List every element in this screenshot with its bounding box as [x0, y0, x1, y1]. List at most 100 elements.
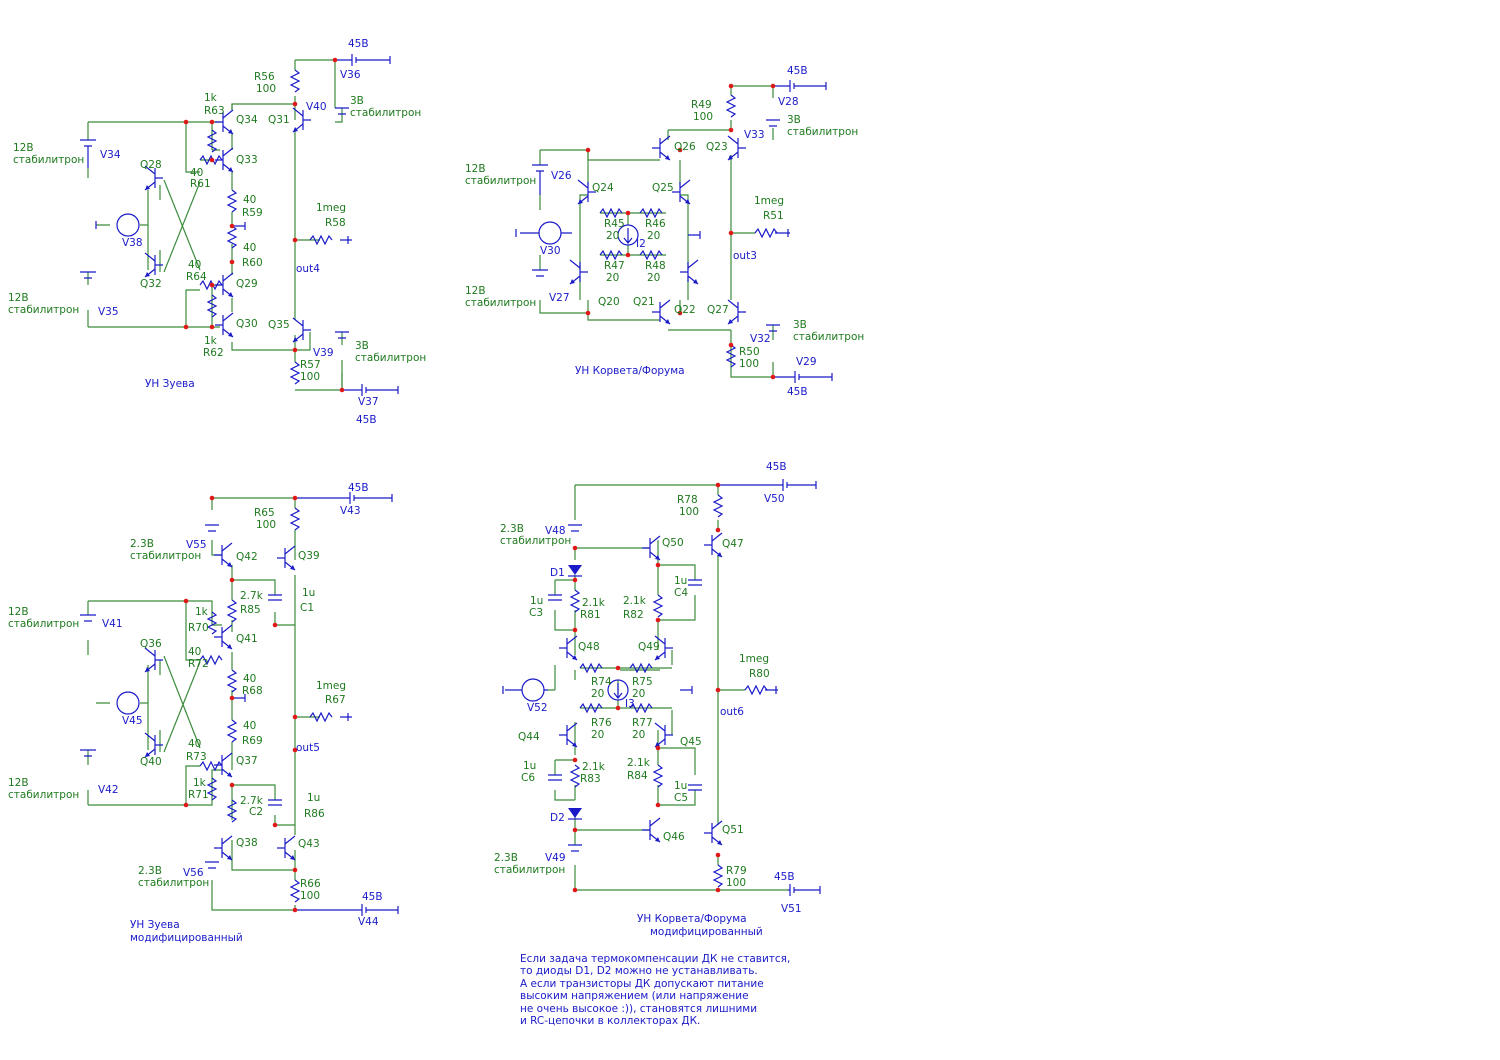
node-dot — [615, 665, 621, 671]
emitter-arrow — [293, 337, 298, 342]
battery-symbol — [80, 139, 96, 168]
note-line: и RC-цепочки в коллекторах ДК. — [520, 1015, 701, 1028]
resistor-value: 1meg — [316, 680, 346, 692]
resistor-ref: R58 — [325, 217, 346, 229]
node-dot — [229, 782, 235, 788]
node-dot — [229, 223, 235, 229]
capacitor-symbol — [688, 579, 702, 586]
zener-voltage: 3В — [350, 95, 364, 107]
circuit-zuev: 45В 45В 12В стабилитрон 12В стабилитрон … — [8, 38, 426, 426]
node-dot — [770, 374, 776, 380]
battery-symbol — [80, 749, 96, 757]
resistor-value: 1k — [195, 606, 209, 618]
resistor-ref: R66 — [300, 878, 321, 890]
transistor-ref: Q40 — [140, 756, 162, 768]
resistor-symbol — [289, 69, 301, 93]
resistor-value: 2.1k — [582, 761, 606, 773]
node-dot — [229, 695, 235, 701]
emitter-arrow — [228, 129, 233, 134]
resistor-symbol — [226, 719, 238, 743]
emitter-arrow — [228, 292, 233, 297]
source-ref: V41 — [102, 618, 123, 630]
rail-label: 45В — [787, 65, 808, 77]
node-dot — [272, 622, 278, 628]
resistor-ref: R70 — [188, 622, 209, 634]
resistor-value: 100 — [679, 506, 699, 518]
output-label: out5 — [296, 742, 320, 754]
resistor-ref: R86 — [304, 808, 325, 820]
resistor-value: 1k — [204, 92, 218, 104]
node-dot — [183, 119, 189, 125]
capacitor-value: 1u — [674, 780, 687, 792]
signal-source-symbol — [521, 678, 545, 702]
node-dot — [677, 147, 683, 153]
transistor-ref: Q25 — [652, 182, 674, 194]
transistor-symbol — [727, 299, 746, 325]
diodes — [568, 565, 582, 820]
transistor-ref: Q29 — [236, 278, 258, 290]
emitter-arrow — [655, 742, 660, 747]
capacitor-value: 1u — [307, 792, 320, 804]
emitter-arrow — [145, 272, 150, 277]
transistor-ref: Q44 — [518, 731, 540, 743]
zener-word: стабилитрон — [465, 297, 536, 309]
emitter-arrow — [655, 655, 660, 660]
supply-symbol — [340, 236, 352, 244]
emitter-arrow — [290, 565, 295, 570]
resistor-ref: R71 — [188, 789, 209, 801]
node-dot — [615, 705, 621, 711]
emitter-arrow — [228, 167, 233, 172]
node-dot — [625, 252, 631, 258]
resistor-ref: R79 — [726, 865, 747, 877]
resistor-ref: R49 — [691, 99, 712, 111]
capacitor-symbol — [268, 594, 282, 601]
transistor-ref: Q33 — [236, 154, 258, 166]
emitter-arrow — [728, 155, 733, 160]
capacitor-ref: C3 — [529, 607, 543, 619]
node-dot — [183, 802, 189, 808]
node-dot — [655, 617, 661, 623]
source-ref: V29 — [796, 356, 817, 368]
resistor-ref: R65 — [254, 507, 275, 519]
supply-symbol — [773, 371, 833, 383]
node-dot — [292, 907, 298, 913]
zener-word: стабилитрон — [500, 535, 571, 547]
resistor-symbol — [639, 207, 663, 219]
node-dot — [655, 802, 661, 808]
resistor-symbol — [712, 494, 724, 518]
zener-word: стабилитрон — [465, 175, 536, 187]
capacitor-ref: C5 — [674, 792, 688, 804]
resistor-value: 40 — [188, 738, 201, 750]
signal-source-symbol — [116, 213, 140, 237]
node-dot — [728, 230, 734, 236]
resistor-symbol — [226, 189, 238, 213]
emitter-arrow — [145, 667, 150, 672]
emitter-arrow — [693, 279, 698, 284]
supply-symbol — [765, 686, 778, 694]
transistor-symbol — [214, 752, 233, 778]
resistor-symbol — [599, 249, 623, 261]
node-dot — [655, 745, 661, 751]
transistor-ref: Q35 — [268, 319, 290, 331]
supply-symbol — [718, 479, 817, 491]
resistor-symbol — [639, 249, 663, 261]
resistor-symbol — [199, 760, 223, 772]
resistor-symbol — [629, 662, 653, 674]
transistor-ref: Q26 — [674, 141, 696, 153]
resistor-value: 100 — [726, 877, 746, 889]
circuit-korvet-mod: 45В 45В 2.3В стабилитрон 2.3В стабилитро… — [494, 461, 802, 938]
emitter-arrow — [290, 855, 295, 860]
resistor-symbol — [725, 94, 737, 118]
source-ref: V42 — [98, 784, 119, 796]
note-line: Если задача термокомпенсации ДК не стави… — [520, 953, 791, 965]
node-dot — [183, 324, 189, 330]
emitter-arrow — [717, 840, 722, 845]
resistor-value: 40 — [243, 673, 256, 685]
resistor-value: 2.1k — [623, 595, 647, 607]
resistor-symbol — [652, 594, 664, 618]
emitter-arrow — [227, 855, 232, 860]
transistor-ref: Q24 — [592, 182, 614, 194]
rail-label: 45В — [348, 482, 369, 494]
transistor-symbol — [215, 109, 234, 135]
resistor-value: 20 — [647, 272, 660, 284]
